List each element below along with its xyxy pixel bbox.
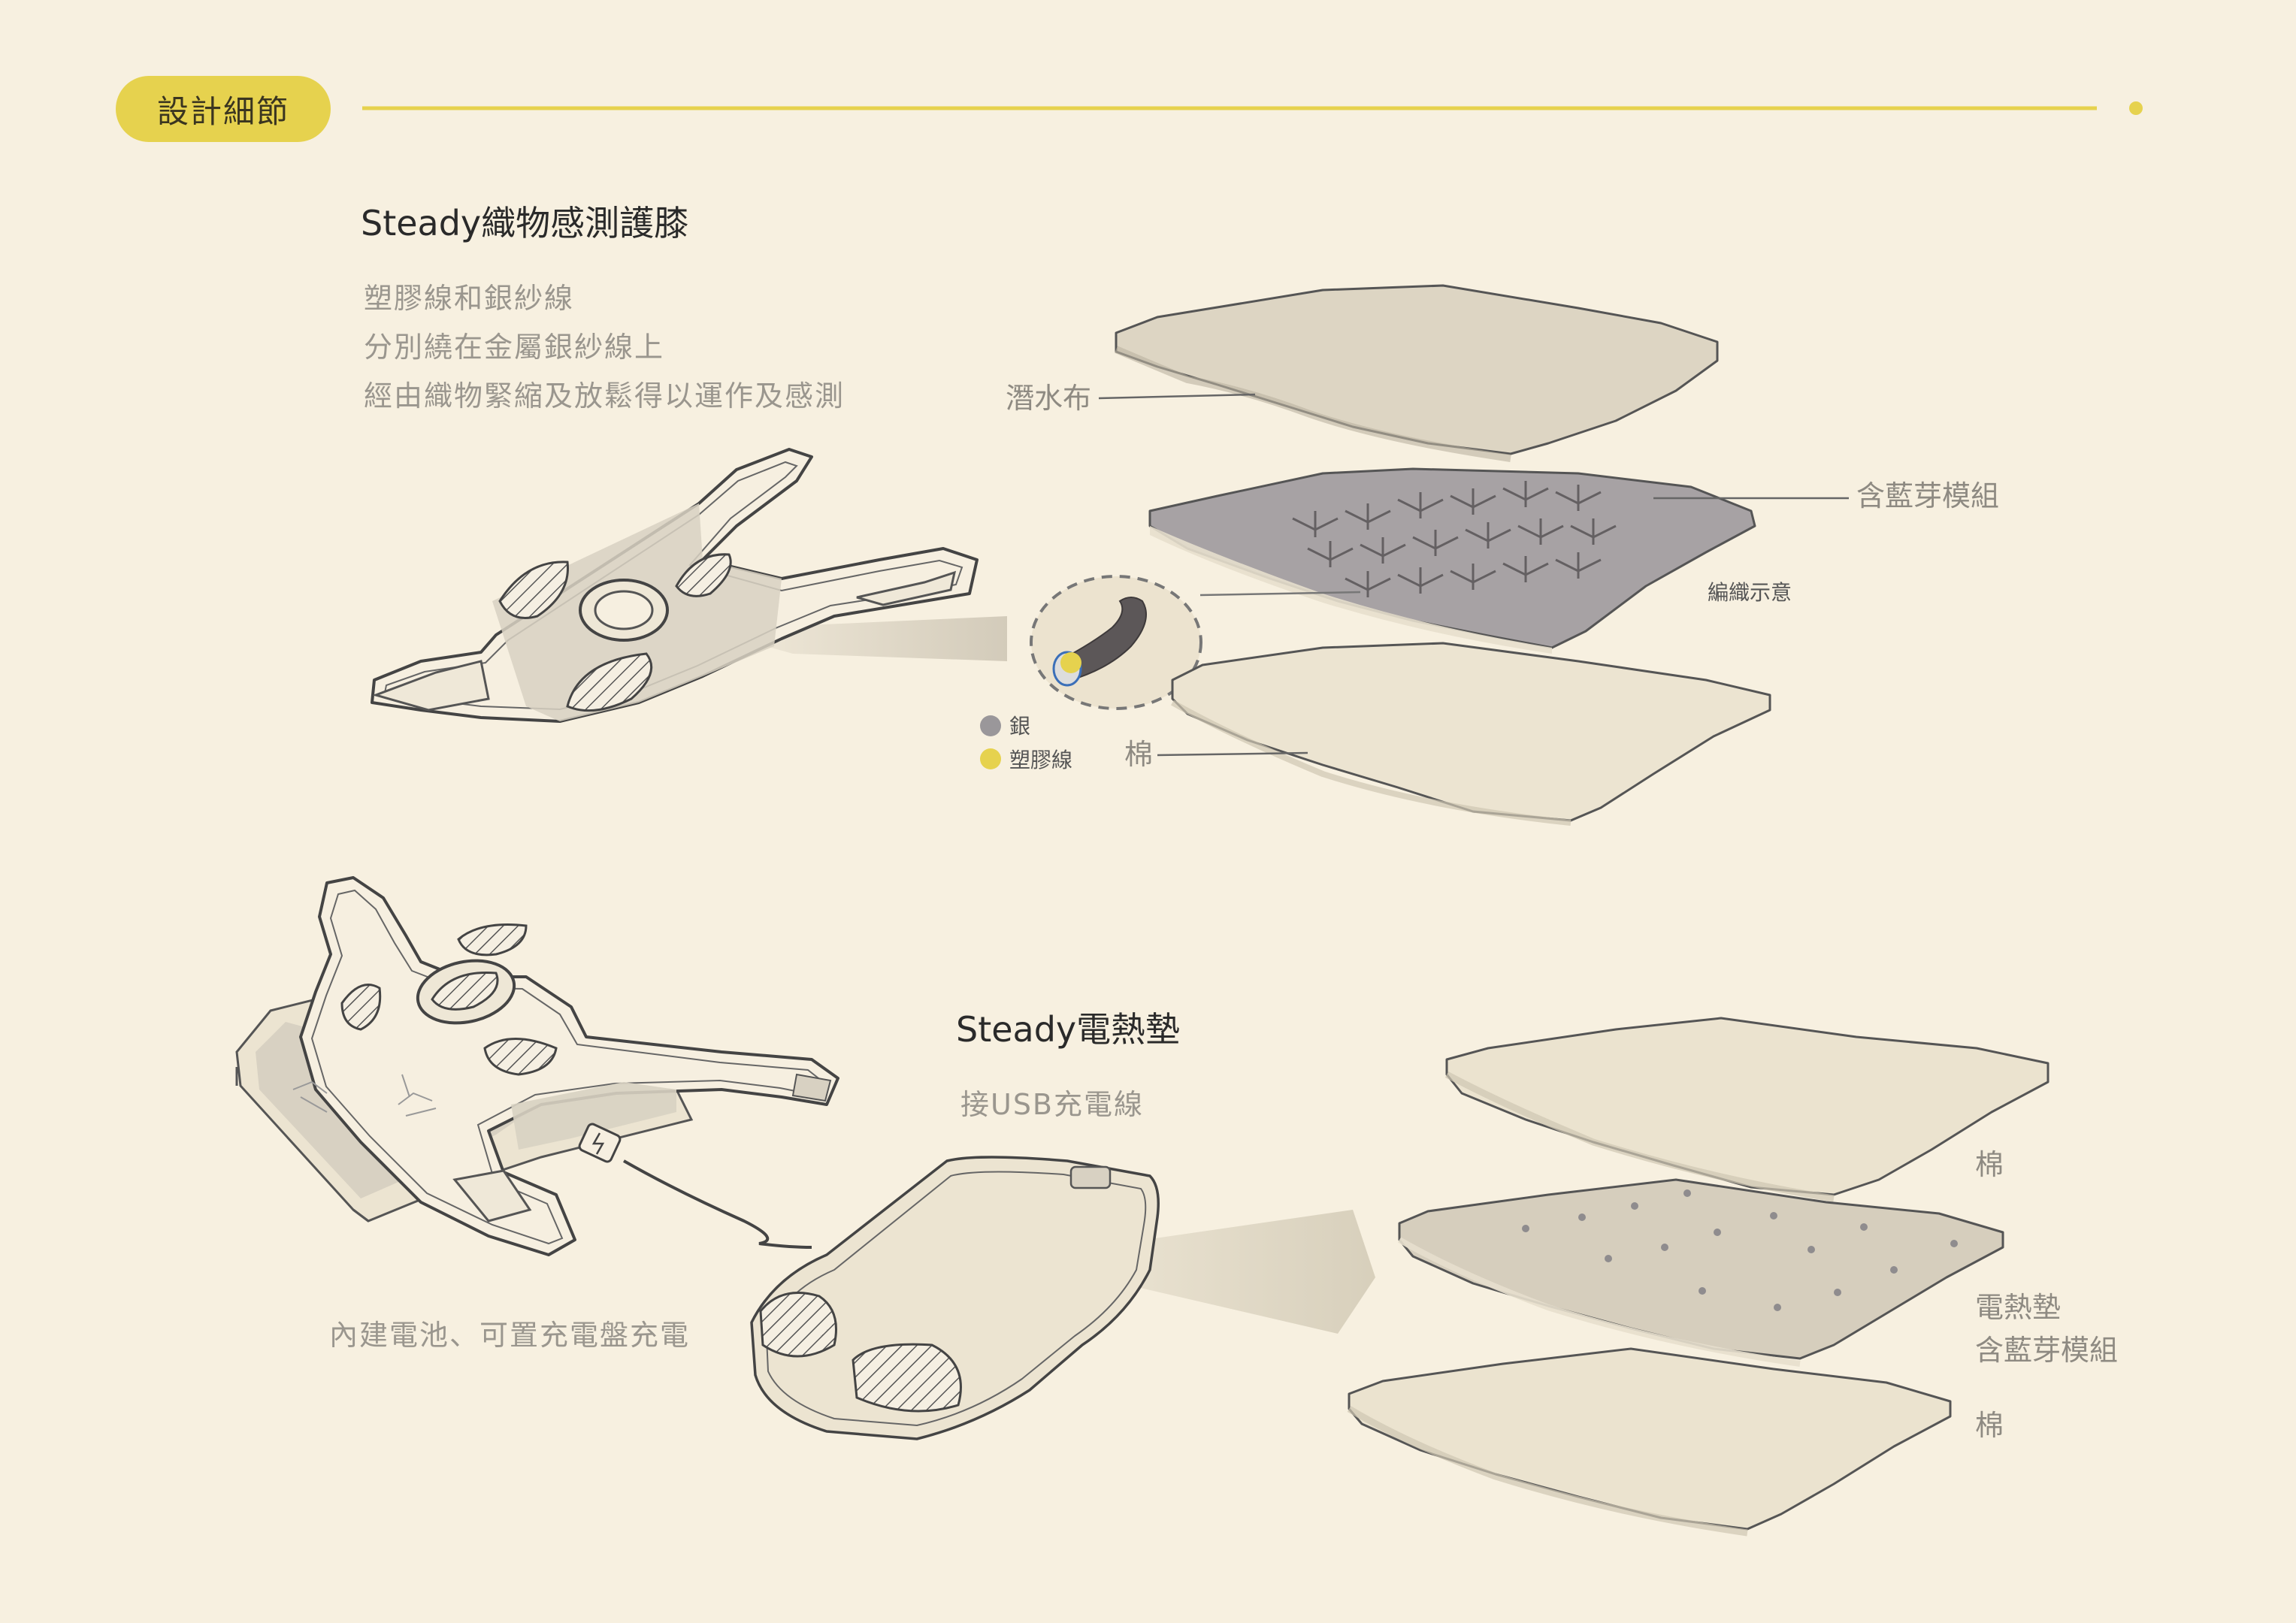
section-title: 設計細節 <box>156 92 289 130</box>
section-title-pill: 設計細節 <box>116 76 331 142</box>
legend-dot-plastic <box>980 748 1001 769</box>
heating-pad-desc: 接USB充電線 <box>960 1088 1145 1121</box>
leader-magnifier <box>1199 591 1361 597</box>
pad-beam <box>1015 1210 1375 1334</box>
heating-pad-illustration <box>750 1156 1160 1440</box>
label-heater-line-2: 含藍芽模組 <box>1975 1334 2119 1367</box>
knee-brace-desc-line-1: 塑膠線和銀紗線 <box>364 282 575 315</box>
leader-cotton <box>1157 751 1308 757</box>
knee-brace-desc-line-2: 分別繞在金屬銀紗線上 <box>364 331 665 364</box>
heating-brace-illustration <box>292 876 839 1256</box>
heating-pad-caption: 內建電池、可置充電盤充電 <box>329 1319 691 1352</box>
usb-cable <box>578 1123 812 1249</box>
leader-neoprene <box>1098 393 1256 400</box>
label-heater-line-1: 電熱墊 <box>1975 1291 2062 1324</box>
heater-dots <box>1522 1189 1958 1311</box>
label-pad-cotton-top: 棉 <box>1975 1148 2004 1181</box>
legend-label-silver: 銀 <box>1009 714 1031 739</box>
label-knit-note: 編織示意 <box>1708 580 1792 605</box>
legend-dot-silver <box>980 715 1001 736</box>
layer-neoprene <box>1115 284 1719 455</box>
label-bluetooth-module: 含藍芽模組 <box>1856 479 2000 512</box>
knee-brace-title: Steady織物感測護膝 <box>361 203 689 243</box>
knit-pattern <box>1292 481 1617 597</box>
layer-cotton-a <box>1445 1017 2049 1196</box>
knee-brace-desc-line-3: 經由織物緊縮及放鬆得以運作及感測 <box>364 379 845 413</box>
layer-heater <box>1398 1178 2004 1360</box>
header-dot <box>2129 101 2143 115</box>
label-pad-cotton-bottom: 棉 <box>1975 1409 2004 1442</box>
layer-cotton-top <box>1171 642 1771 822</box>
legend-label-plastic: 塑膠線 <box>1009 748 1073 772</box>
knee-brace-illustration <box>371 448 979 723</box>
magnifier-detail <box>1030 575 1202 710</box>
label-neoprene: 潛水布 <box>1006 382 1092 415</box>
label-cotton-top: 棉 <box>1124 738 1154 771</box>
heating-pad-title: Steady電熱墊 <box>956 1009 1181 1050</box>
layer-cotton-b <box>1348 1347 1952 1531</box>
